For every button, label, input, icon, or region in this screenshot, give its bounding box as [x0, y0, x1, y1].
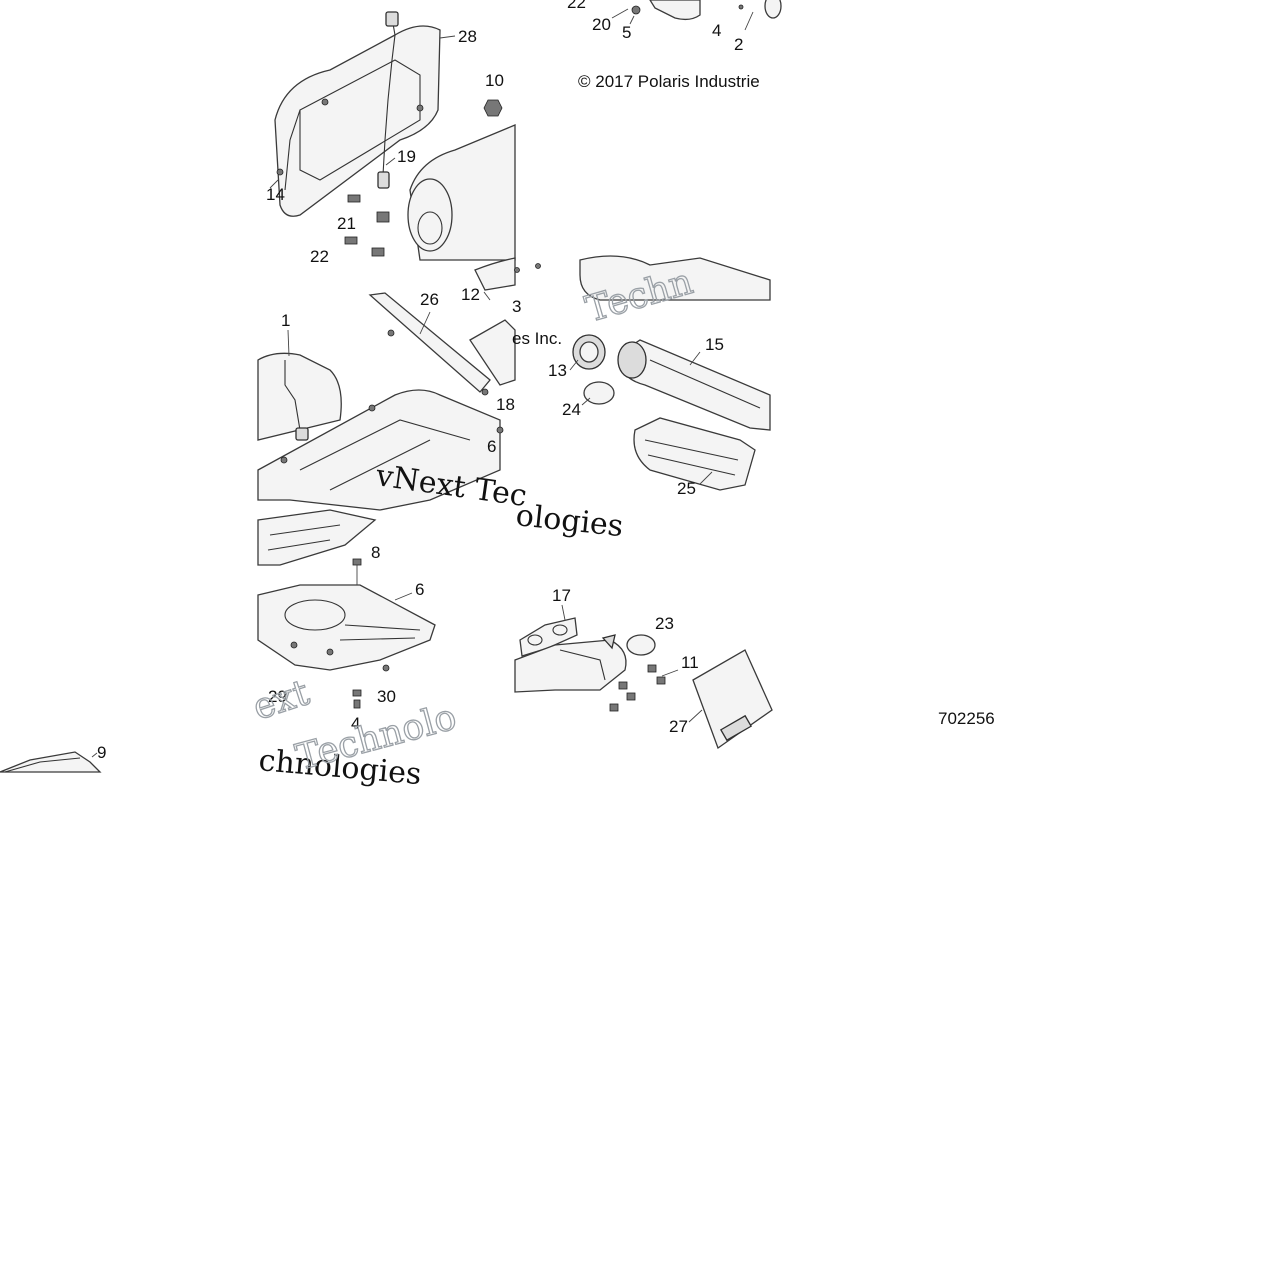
callout-15: 15	[705, 335, 724, 354]
callout-24: 24	[562, 400, 581, 419]
tile-exhaust-pipe	[572, 255, 771, 491]
tile-manifold-hardware	[514, 617, 773, 750]
muffler-side	[257, 352, 342, 441]
callout-22-upper: 22	[567, 0, 586, 12]
callout-12: 12	[461, 285, 480, 304]
clamp-23	[626, 634, 656, 656]
o2-sensor-wire-19	[382, 17, 396, 176]
callout-29: 29	[268, 687, 287, 706]
callouts-upper-left: 28 10 19 14 21 22	[266, 27, 504, 266]
heat-pan-6	[257, 584, 436, 671]
callout-6-lower: 6	[415, 580, 424, 599]
callout-6-upper: 6	[487, 437, 496, 456]
callout-22-lower: 22	[310, 247, 329, 266]
callout-4-upper: 4	[712, 21, 721, 40]
callout-4-lower: 4	[351, 714, 360, 733]
callout-5: 5	[622, 23, 631, 42]
watermark-ext: ext	[248, 672, 315, 728]
callout-25: 25	[677, 479, 696, 498]
tile-heat-shield-middle	[257, 257, 541, 511]
tile-skid-pan	[257, 509, 436, 709]
watermark-ologies: ologies	[514, 498, 625, 544]
callout-10: 10	[485, 71, 504, 90]
callout-28: 28	[458, 27, 477, 46]
access-plate-27	[692, 649, 773, 750]
heat-shield-fragment	[579, 255, 771, 301]
callout-17: 17	[552, 586, 571, 605]
callouts-lower-left: 8 6 29 30 4	[268, 543, 424, 733]
callouts-lower-right: 17 23 11 27	[552, 586, 703, 736]
callout-20: 20	[592, 15, 611, 34]
callout-19: 19	[397, 147, 416, 166]
callout-14: 14	[266, 185, 285, 204]
callout-9: 9	[97, 743, 106, 762]
callout-11: 11	[681, 653, 699, 672]
callout-27: 27	[669, 717, 688, 736]
callout-1: 1	[281, 311, 290, 330]
callout-18: 18	[496, 395, 515, 414]
clamp-24	[583, 381, 615, 405]
gasket-17	[519, 617, 578, 657]
heat-pan-upper	[257, 389, 501, 511]
callout-30: 30	[377, 687, 396, 706]
tile-exhaust-flange-upper	[611, 0, 782, 31]
copyright-notice: © 2017 Polaris Industrie	[578, 72, 760, 91]
copyright-fragment: es Inc.	[512, 329, 562, 348]
callout-3: 3	[512, 297, 521, 316]
heat-shield-26	[368, 292, 491, 393]
heat-shield-28	[274, 25, 441, 217]
callout-13: 13	[548, 361, 567, 380]
callout-8: 8	[371, 543, 380, 562]
callouts-middle-left: 1 26 12 3 18 6 es Inc.	[281, 285, 562, 456]
callouts-upper-right: 22 20 5 4 2 © 2017 Polaris Industrie	[567, 0, 760, 91]
tile-heat-shield-upper	[274, 11, 516, 261]
callout-23: 23	[655, 614, 674, 633]
drawing-number: 702256	[938, 709, 995, 728]
callout-2: 2	[734, 35, 743, 54]
callout-26: 26	[420, 290, 439, 309]
heat-shield-25	[633, 417, 756, 491]
callout-21: 21	[337, 214, 356, 233]
callouts-middle-right: 15 13 24 25	[548, 335, 724, 498]
tile-fragment-left: 9	[0, 743, 106, 773]
